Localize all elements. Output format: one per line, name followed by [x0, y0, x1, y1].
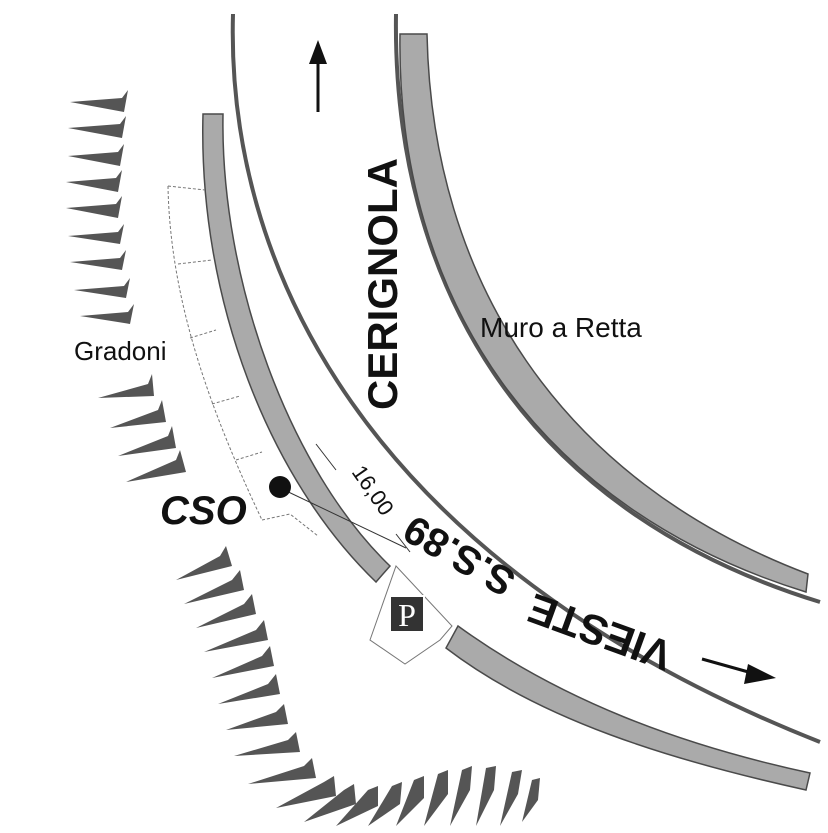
embankment-hatch-upper — [66, 90, 134, 324]
steps-label: Gradoni — [74, 336, 167, 366]
embankment-hatch-middle — [98, 374, 186, 482]
steps-outline — [167, 185, 319, 537]
retaining-wall-label: Muro a Retta — [480, 312, 642, 343]
road-name-north: CERIGNOLA — [359, 158, 406, 410]
station-label: CSO — [160, 489, 247, 533]
parking-icon — [389, 595, 425, 633]
retaining-wall-inner-north — [202, 113, 392, 584]
distance-line — [279, 487, 407, 549]
road-edge-outer — [393, 13, 821, 604]
parking-icon-letter: P — [398, 597, 416, 633]
road-name-south: VIESTE — [522, 584, 678, 679]
retaining-wall-outer — [399, 33, 809, 593]
arrow-east-icon — [701, 657, 776, 684]
retaining-wall-inner-south — [445, 624, 811, 791]
station-marker — [269, 476, 291, 498]
distance-tick-start — [315, 443, 337, 471]
arrow-north-icon — [309, 40, 327, 112]
distance-tick-end — [395, 533, 411, 553]
road-edge-inner — [230, 13, 821, 744]
distance-label: 16,00 — [347, 461, 399, 520]
embankment-hatch-lower — [176, 546, 540, 826]
